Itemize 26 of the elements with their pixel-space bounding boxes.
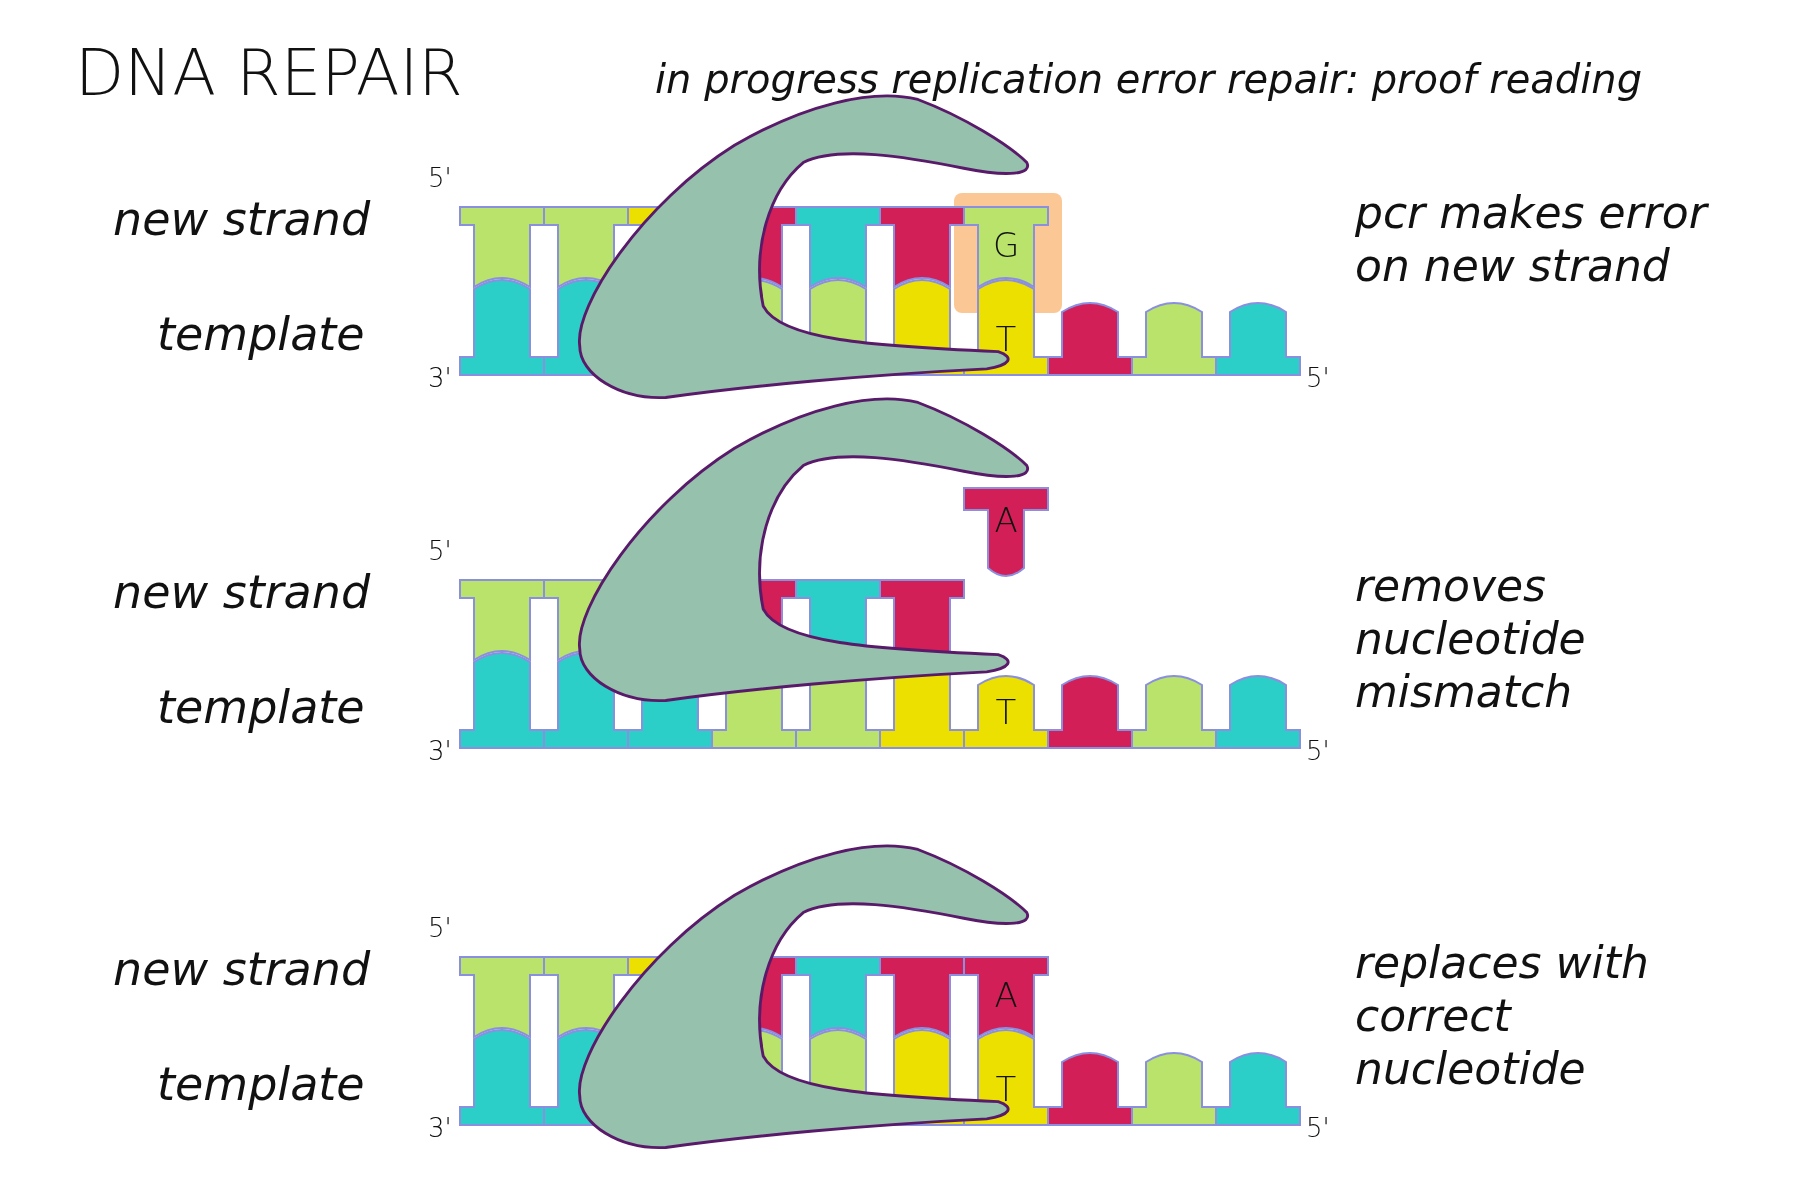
base-letter: T <box>995 319 1017 360</box>
strand-end-label: 3' <box>428 1113 452 1145</box>
base-letter: T <box>995 692 1017 733</box>
strand-end-label: 5' <box>428 913 452 945</box>
strand-end-label: 5' <box>428 536 452 568</box>
strand-end-label: 5' <box>428 163 452 195</box>
strand-end-label: 3' <box>428 363 452 395</box>
subtitle: in progress replication error repair: proof reading <box>655 55 1643 103</box>
strand-label: template <box>157 1057 365 1113</box>
step-description: pcr makes error on new strand <box>1355 187 1710 293</box>
step-description: replaces with correct nucleotide <box>1355 937 1650 1096</box>
strand-label: template <box>157 307 365 363</box>
strand-end-label: 5' <box>1306 736 1330 768</box>
base-letter: A <box>994 975 1018 1016</box>
base-letter: T <box>995 1069 1017 1110</box>
strand-end-label: 3' <box>428 736 452 768</box>
title: DNA REPAIR <box>75 35 463 112</box>
strand-label: template <box>157 680 365 736</box>
strand-end-label: 5' <box>1306 1113 1330 1145</box>
base-letter: A <box>994 500 1018 541</box>
strand-label: new strand <box>113 942 371 998</box>
strand-label: new strand <box>113 565 371 621</box>
strand-end-label: 5' <box>1306 363 1330 395</box>
strand-label: new strand <box>113 192 371 248</box>
step-description: removes nucleotide mismatch <box>1355 560 1587 719</box>
base-letter: G <box>993 225 1020 266</box>
